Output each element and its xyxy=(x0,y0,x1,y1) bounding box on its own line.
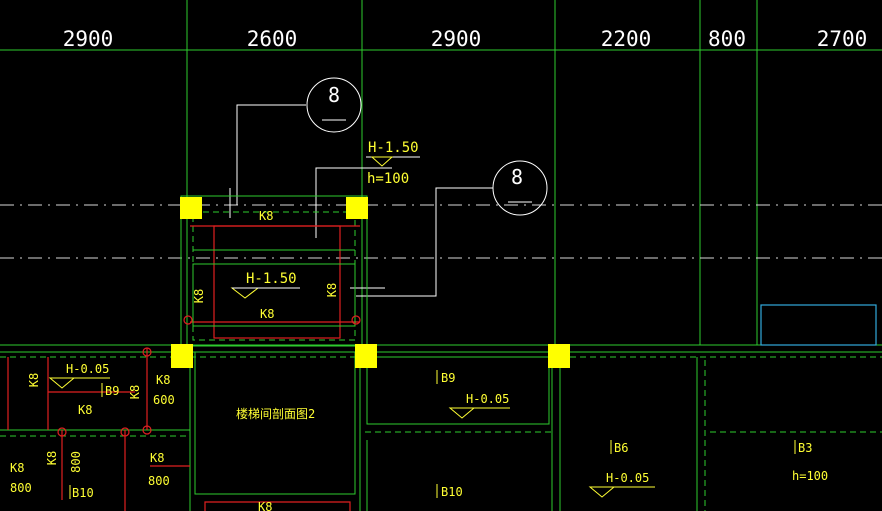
beam-label: K8 xyxy=(10,461,24,475)
elevation-label: H-0.05 xyxy=(606,471,649,485)
dimension-label: 600 xyxy=(153,393,175,407)
beam-label: K8 xyxy=(128,385,142,399)
rebar-hook xyxy=(183,315,193,325)
callout-leader xyxy=(356,187,493,297)
column xyxy=(346,197,368,219)
rebar-hook xyxy=(120,427,130,437)
dimension-texts: 2900 2600 2900 2200 800 2700 xyxy=(63,27,868,51)
rebar-hook xyxy=(142,425,152,435)
thickness-label: h=100 xyxy=(792,469,828,483)
beam-label: K8 xyxy=(27,373,41,387)
beam-label: K8 xyxy=(45,451,59,465)
elevation-label: H-1.50 xyxy=(368,140,419,156)
callout-number: 8 xyxy=(511,165,523,189)
stair-room xyxy=(194,351,356,495)
dimension-text: 2600 xyxy=(247,27,298,51)
beam-label: K8 xyxy=(78,403,92,417)
stair-well: K8 H-1.50 K8 K8 K8 xyxy=(180,195,368,347)
thickness-label: h=100 xyxy=(367,171,409,187)
callout-circle xyxy=(306,77,362,133)
dimension-text: 800 xyxy=(708,27,746,51)
elevation-triangle xyxy=(448,407,476,419)
grid-lines xyxy=(0,0,882,346)
elevation-label: H-1.50 xyxy=(246,271,297,287)
inner-room xyxy=(192,263,356,327)
beam-label: K8 xyxy=(156,373,170,387)
dimension-text: 2700 xyxy=(817,27,868,51)
rebar-line xyxy=(204,501,351,511)
column xyxy=(355,344,377,368)
rebar-hook xyxy=(57,427,67,437)
elevation-triangle xyxy=(370,156,394,167)
dimension-text: 2900 xyxy=(431,27,482,51)
room xyxy=(366,356,550,425)
lower-floor: H-0.05 K8 B9 K8 K8 K8 600 楼梯间剖面图2 B9 H-0… xyxy=(0,304,882,511)
dimension-label: 800 xyxy=(69,451,83,473)
dimension-label: 800 xyxy=(148,474,170,488)
beam-label: K8 xyxy=(192,289,206,303)
dimension-text: 2900 xyxy=(63,27,114,51)
column xyxy=(180,197,202,219)
elevation-marker-top: H-1.50 h=100 xyxy=(315,140,420,238)
callout-number: 8 xyxy=(328,83,340,107)
beam-label: K8 xyxy=(258,500,272,511)
section-callout-1[interactable]: 8 xyxy=(229,77,362,218)
beam-label: B10 xyxy=(441,485,463,499)
beam-label: K8 xyxy=(325,283,339,297)
beam-label: B6 xyxy=(614,441,628,455)
beam-label: K8 xyxy=(260,307,274,321)
beam-label: K8 xyxy=(150,451,164,465)
callout-circle xyxy=(492,160,548,216)
dimension-text: 2200 xyxy=(601,27,652,51)
outer-wall xyxy=(180,195,368,347)
dimension-label: 800 xyxy=(10,481,32,495)
elevation-triangle xyxy=(230,287,260,299)
section-title: 楼梯间剖面图2 xyxy=(236,406,315,421)
column xyxy=(548,344,570,368)
elevation-label: H-0.05 xyxy=(66,362,109,376)
cyan-box xyxy=(760,304,877,346)
columns xyxy=(171,197,570,368)
beam-label: B10 xyxy=(72,486,94,500)
elevation-label: H-0.05 xyxy=(466,392,509,406)
beam-label: B9 xyxy=(441,371,455,385)
rebar-hook xyxy=(351,315,361,325)
rebar-hook xyxy=(142,347,152,357)
leader-line xyxy=(315,167,392,238)
column xyxy=(171,344,193,368)
beam-label: B3 xyxy=(798,441,812,455)
beam-label: K8 xyxy=(259,209,273,223)
elevation-triangle xyxy=(588,486,616,498)
callout-leader xyxy=(236,104,306,205)
beam-label: B9 xyxy=(105,384,119,398)
elevation-triangle xyxy=(48,377,76,389)
